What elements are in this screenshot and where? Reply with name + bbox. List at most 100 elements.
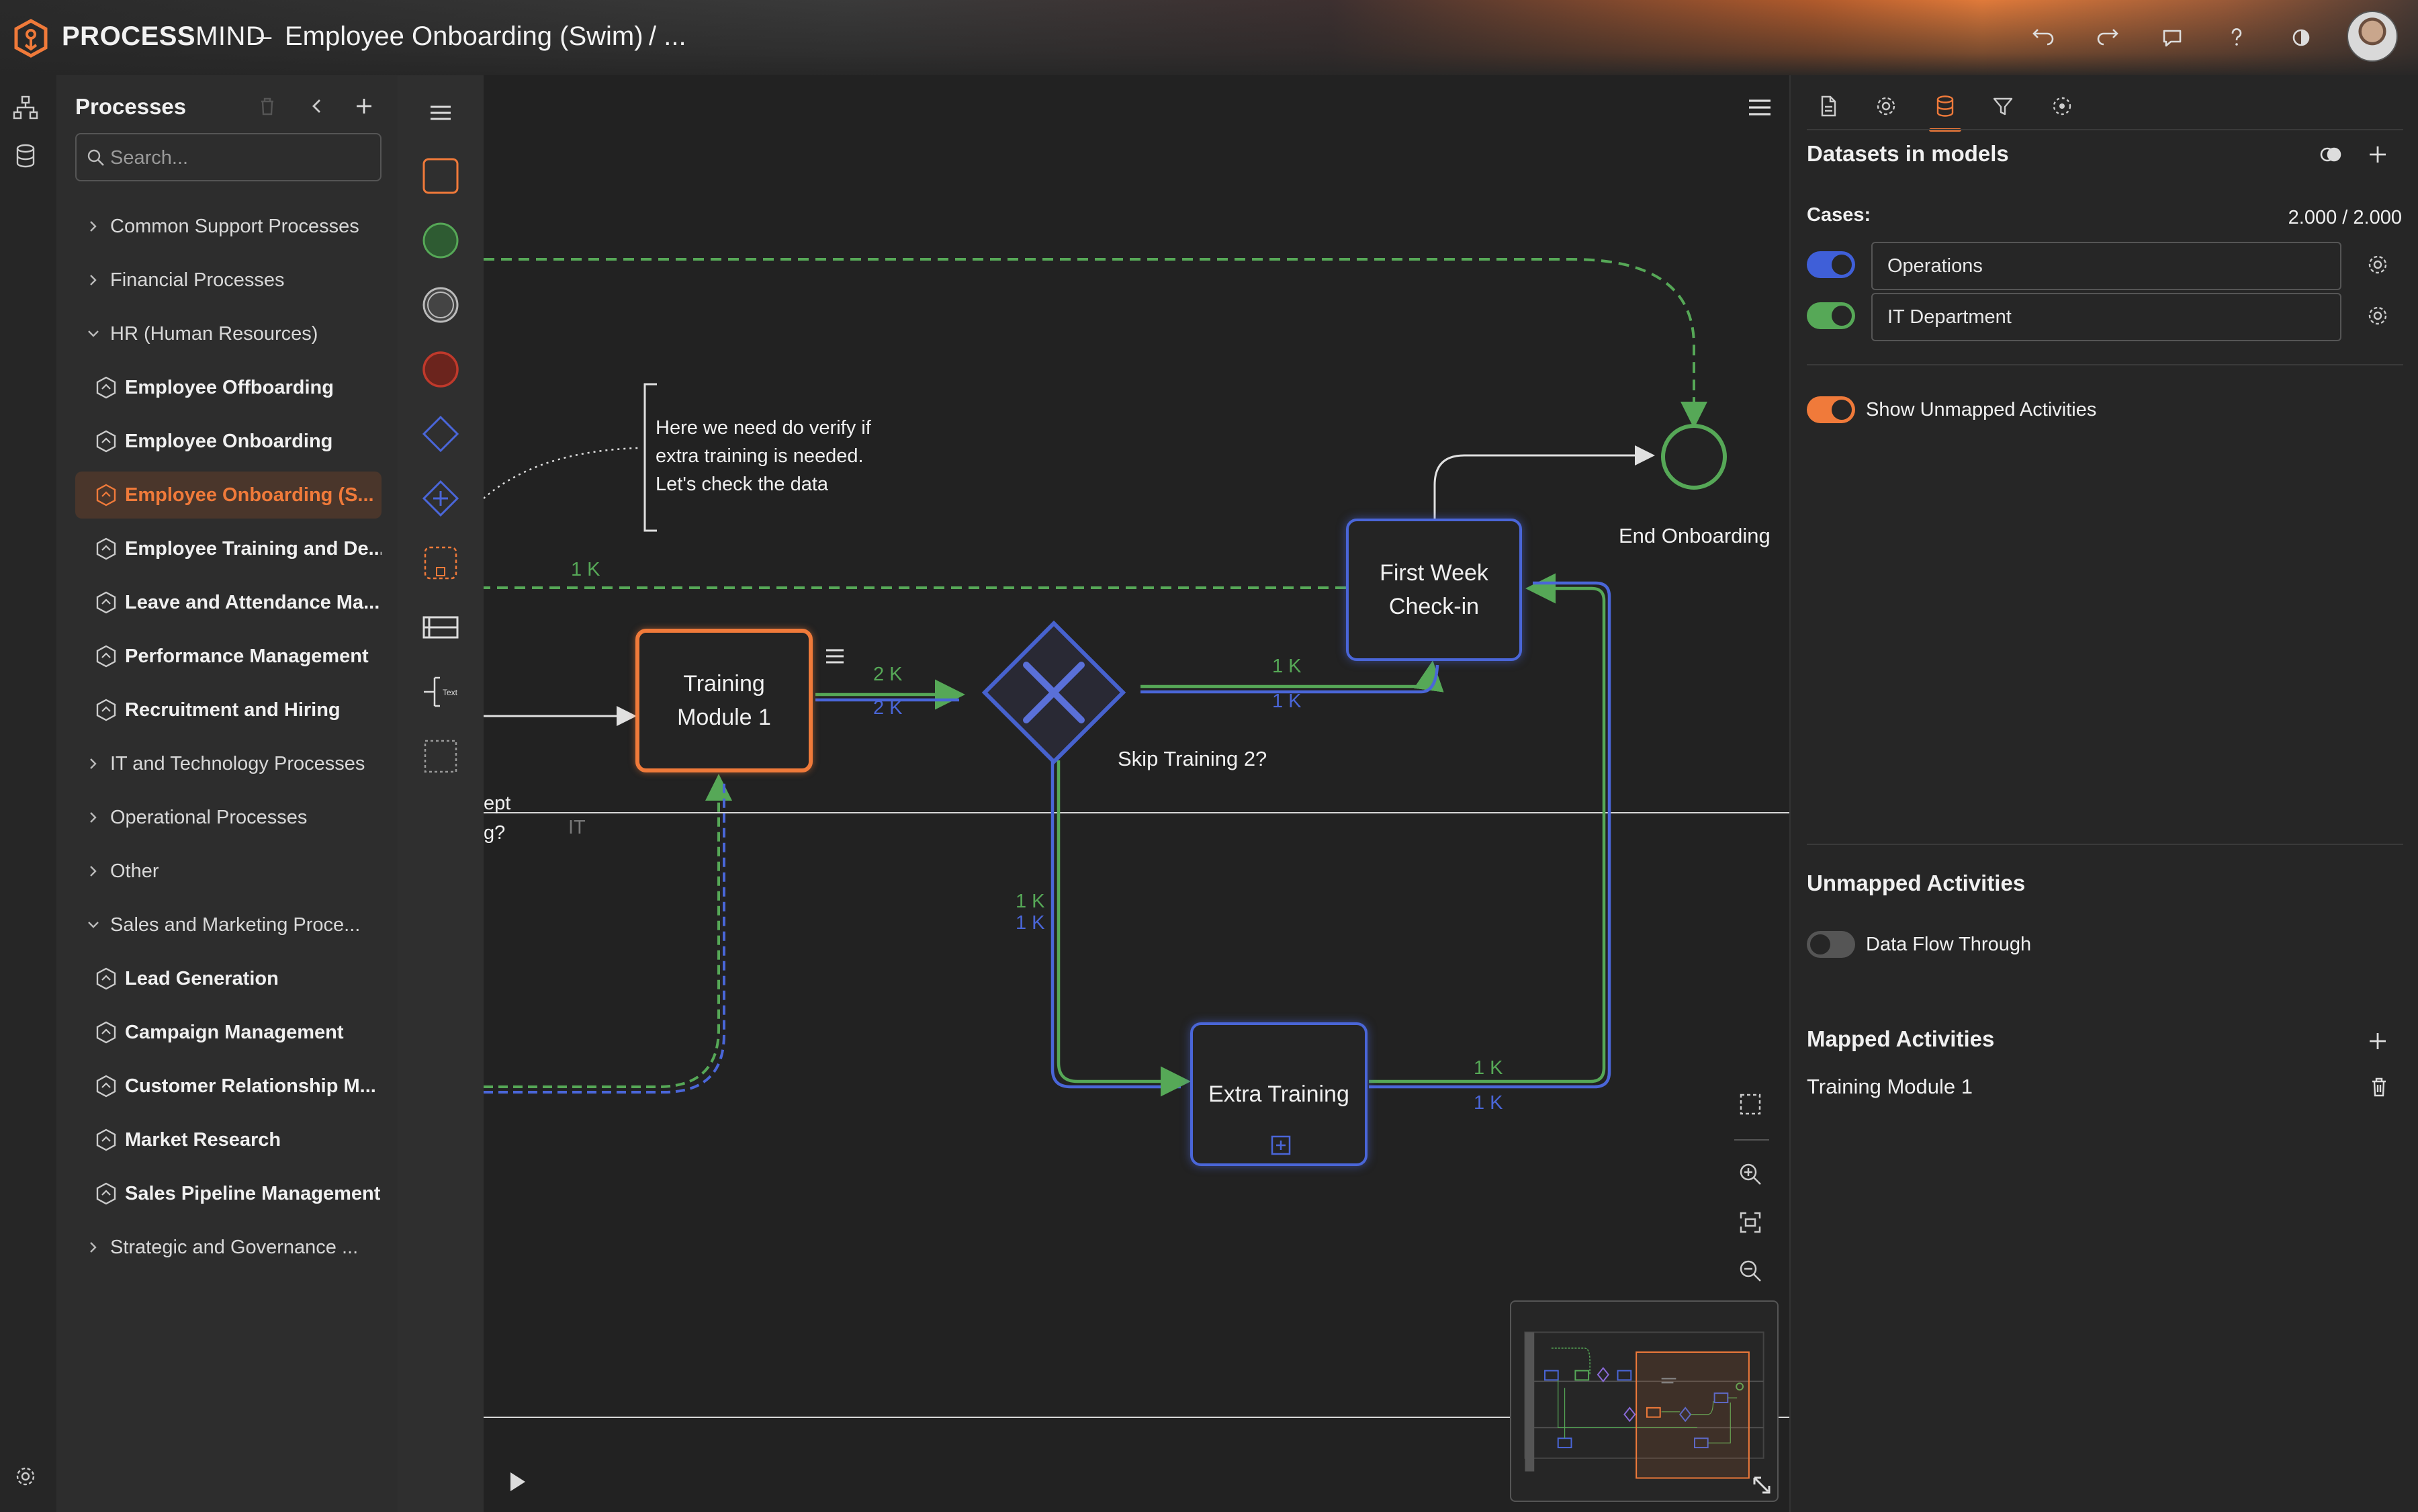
database-icon[interactable] bbox=[12, 142, 42, 172]
tree-item-label: Customer Relationship M... bbox=[125, 1075, 376, 1097]
process-model-icon[interactable] bbox=[12, 94, 42, 124]
tab-divider bbox=[1807, 129, 2403, 130]
tree-process-employee-offboarding[interactable]: Employee Offboarding bbox=[75, 364, 382, 411]
swimlane-icon[interactable] bbox=[418, 605, 463, 650]
task-menu-icon[interactable] bbox=[825, 648, 845, 665]
text-annotation-icon[interactable]: Text bbox=[418, 669, 463, 715]
selection-tool-icon[interactable] bbox=[1737, 1091, 1768, 1122]
help-icon[interactable] bbox=[2222, 23, 2251, 52]
theme-toggle-icon[interactable] bbox=[2286, 23, 2316, 52]
parallel-gateway-icon[interactable] bbox=[418, 476, 463, 521]
tree-item-label: Lead Generation bbox=[125, 967, 279, 989]
tree-folder-hr[interactable]: HR (Human Resources) bbox=[75, 310, 382, 357]
tree-process-market-research[interactable]: Market Research bbox=[75, 1116, 382, 1163]
flow-label: 1 K bbox=[1474, 1057, 1503, 1079]
add-dataset-icon[interactable] bbox=[2366, 142, 2392, 169]
undo-icon[interactable] bbox=[2028, 23, 2058, 52]
delete-icon[interactable] bbox=[255, 94, 282, 121]
flow-et-fw-green bbox=[1369, 573, 1606, 1083]
bpmn-palette: Text bbox=[398, 75, 484, 1512]
tree-process-performance[interactable]: Performance Management bbox=[75, 633, 382, 680]
tab-datasets-icon[interactable] bbox=[1924, 85, 1967, 132]
breadcrumb[interactable]: / ... bbox=[649, 21, 686, 51]
flow-gw-et-blue bbox=[1050, 760, 1181, 1089]
zoom-out-icon[interactable] bbox=[1737, 1257, 1768, 1288]
delete-mapping-icon[interactable] bbox=[2367, 1075, 2394, 1102]
comment-icon[interactable] bbox=[2157, 23, 2187, 52]
chevron-right-icon bbox=[85, 271, 102, 289]
user-avatar[interactable] bbox=[2347, 11, 2398, 62]
document-title[interactable]: Employee Onboarding (Swim) bbox=[285, 21, 643, 51]
flow-gw-et-green bbox=[1057, 760, 1191, 1097]
end-event-icon[interactable] bbox=[418, 347, 463, 392]
group-icon[interactable] bbox=[418, 733, 463, 779]
tree-process-leave-attendance[interactable]: Leave and Attendance Ma... bbox=[75, 579, 382, 626]
tab-settings-icon[interactable] bbox=[1865, 85, 1908, 128]
dataset-toggle-operations[interactable] bbox=[1807, 251, 1855, 278]
subprocess-extra-training[interactable]: Extra Training bbox=[1190, 1022, 1368, 1166]
tree-folder-operational[interactable]: Operational Processes bbox=[75, 794, 382, 841]
process-search[interactable] bbox=[75, 133, 382, 181]
fit-view-icon[interactable] bbox=[1737, 1209, 1768, 1240]
tree-folder-other[interactable]: Other bbox=[75, 848, 382, 895]
tree-folder-financial[interactable]: Financial Processes bbox=[75, 257, 382, 304]
tree-process-recruitment[interactable]: Recruitment and Hiring bbox=[75, 686, 382, 733]
diagram-canvas[interactable]: Here we need do verify if extra training… bbox=[484, 75, 1789, 1512]
gateway-label: Skip Training 2? bbox=[1118, 747, 1267, 770]
zoom-in-icon[interactable] bbox=[1737, 1161, 1768, 1192]
canvas-menu-icon[interactable] bbox=[1744, 91, 1776, 124]
process-icon bbox=[94, 1074, 118, 1098]
start-event-icon[interactable] bbox=[418, 218, 463, 263]
text-annotation[interactable]: Here we need do verify if extra training… bbox=[656, 417, 871, 495]
tree-folder-strategic[interactable]: Strategic and Governance ... bbox=[75, 1224, 382, 1271]
tree-item-label: Other bbox=[110, 860, 159, 882]
chevron-right-icon bbox=[85, 755, 102, 772]
add-mapping-icon[interactable] bbox=[2366, 1029, 2392, 1056]
dataset-settings-gear-icon[interactable] bbox=[2366, 304, 2392, 330]
processmind-logo-icon bbox=[14, 19, 48, 58]
dataset-field-it-department[interactable]: IT Department bbox=[1871, 293, 2341, 341]
tree-process-employee-onboarding[interactable]: Employee Onboarding bbox=[75, 418, 382, 465]
tree-process-crm[interactable]: Customer Relationship M... bbox=[75, 1063, 382, 1110]
cases-value: 2.000 / 2.000 bbox=[2288, 207, 2402, 228]
compare-datasets-icon[interactable] bbox=[2319, 142, 2345, 169]
expand-subprocess-icon[interactable] bbox=[1271, 1135, 1291, 1155]
cases-label: Cases: bbox=[1807, 204, 1871, 226]
data-flow-toggle[interactable] bbox=[1807, 931, 1855, 958]
dataset-settings-gear-icon[interactable] bbox=[2366, 253, 2392, 279]
redo-icon[interactable] bbox=[2093, 23, 2122, 52]
tree-folder-sales-marketing[interactable]: Sales and Marketing Proce... bbox=[75, 901, 382, 948]
palette-hamburger-icon[interactable] bbox=[418, 90, 463, 136]
gateway-icon[interactable] bbox=[418, 411, 463, 457]
add-process-icon[interactable] bbox=[352, 94, 379, 121]
flow-label: 1 K bbox=[1272, 691, 1302, 712]
settings-gear-icon[interactable] bbox=[12, 1463, 42, 1493]
tree-item-label: Financial Processes bbox=[110, 269, 285, 291]
tab-simulation-icon[interactable] bbox=[2041, 85, 2084, 128]
dataset-toggle-it-department[interactable] bbox=[1807, 302, 1855, 329]
play-animation-icon[interactable] bbox=[502, 1467, 532, 1497]
tree-process-employee-onboarding-swim[interactable]: Employee Onboarding (S... bbox=[75, 472, 382, 519]
minimap[interactable] bbox=[1510, 1300, 1779, 1502]
subprocess-icon[interactable] bbox=[418, 540, 463, 586]
chevron-down-icon bbox=[85, 325, 102, 343]
tab-document-icon[interactable] bbox=[1807, 85, 1850, 128]
tree-folder-common-support[interactable]: Common Support Processes bbox=[75, 203, 382, 250]
tree-process-lead-generation[interactable]: Lead Generation bbox=[75, 955, 382, 1002]
dataset-field-operations[interactable]: Operations bbox=[1871, 242, 2341, 290]
show-unmapped-toggle[interactable] bbox=[1807, 396, 1855, 423]
tree-process-sales-pipeline[interactable]: Sales Pipeline Management bbox=[75, 1170, 382, 1217]
tree-folder-it[interactable]: IT and Technology Processes bbox=[75, 740, 382, 787]
zoom-divider bbox=[1734, 1139, 1769, 1141]
tree-process-employee-training[interactable]: Employee Training and De... bbox=[75, 525, 382, 572]
search-input[interactable] bbox=[110, 140, 372, 176]
tab-filter-icon[interactable] bbox=[1981, 85, 2024, 128]
intermediate-event-icon[interactable] bbox=[418, 282, 463, 328]
collapse-sidebar-icon[interactable] bbox=[305, 94, 332, 121]
task-shape-icon[interactable] bbox=[418, 153, 463, 199]
tree-process-campaign[interactable]: Campaign Management bbox=[75, 1009, 382, 1056]
minimap-toggle-icon[interactable] bbox=[1750, 1474, 1773, 1497]
search-icon bbox=[87, 149, 104, 166]
